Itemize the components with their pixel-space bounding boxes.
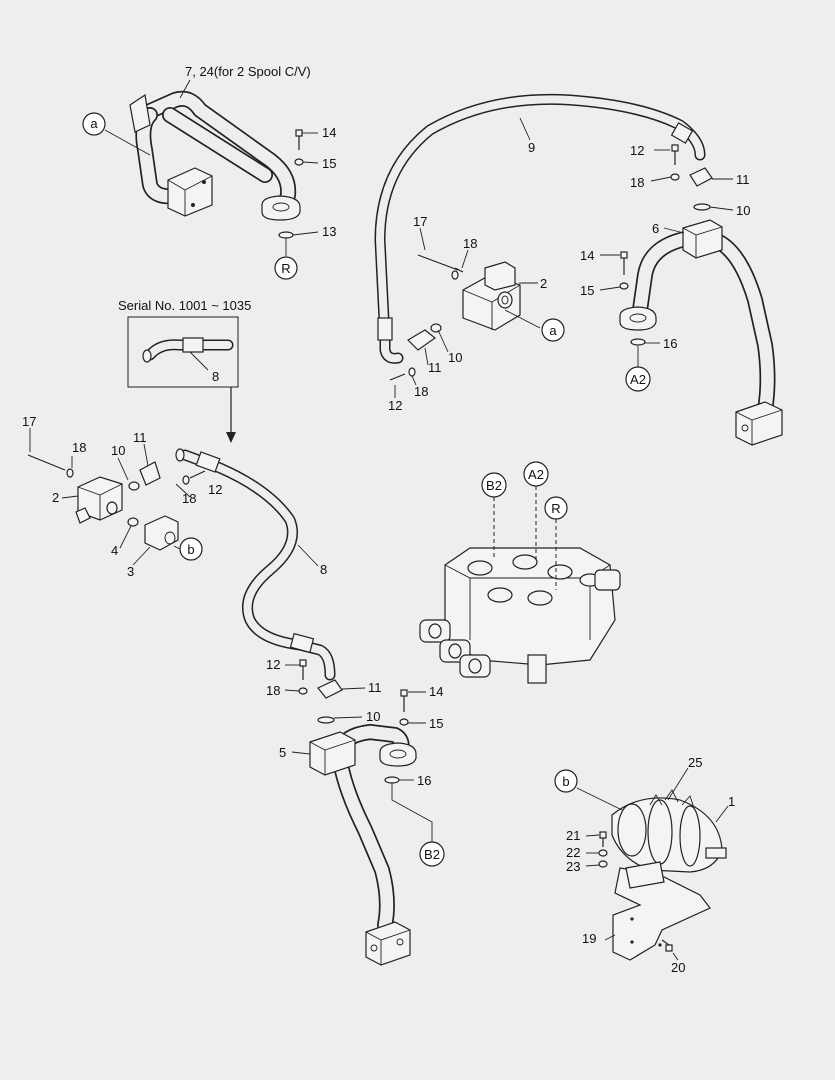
callout-b-left-text: b xyxy=(187,542,194,557)
label-18-left-b: 18 xyxy=(182,491,196,506)
top-pipe-assembly: 7, 24(for 2 Spool C/V) xyxy=(104,64,311,221)
callout-b-left xyxy=(179,537,203,561)
label-16-right: 16 xyxy=(663,336,677,351)
label-15-bottom: 15 xyxy=(429,716,443,731)
label-10-bottom: 10 xyxy=(366,709,380,724)
label-18-right: 18 xyxy=(630,175,644,190)
label-11-right: 11 xyxy=(736,172,750,187)
callout-b2-bottom xyxy=(419,841,445,867)
label-2-left: 2 xyxy=(52,490,59,505)
label-18-top-b: 18 xyxy=(414,384,428,399)
hose-9: 9 xyxy=(374,93,706,364)
label-10-left: 10 xyxy=(111,443,125,458)
serial-note-box xyxy=(127,316,239,388)
callout-b-pump xyxy=(554,769,578,793)
label-top-pipe: 7, 24(for 2 Spool C/V) xyxy=(185,64,311,79)
label-18-bottom: 18 xyxy=(266,683,280,698)
callout-a-mid xyxy=(541,318,565,342)
label-15-a: 15 xyxy=(322,156,336,171)
callout-r-center xyxy=(544,496,568,520)
label-6: 6 xyxy=(652,221,659,236)
label-11-left: 11 xyxy=(133,430,147,445)
label-17-left: 17 xyxy=(22,414,36,429)
callout-b2-center-text: B2 xyxy=(486,478,502,493)
label-16-bottom: 16 xyxy=(417,773,431,788)
valve-2-left: 17 18 2 10 11 18 12 4 3 xyxy=(22,414,222,579)
callout-a2-right xyxy=(625,366,651,392)
label-19: 19 xyxy=(582,931,596,946)
label-14-bottom: 14 xyxy=(429,684,443,699)
label-9: 9 xyxy=(528,140,535,155)
callout-b2-center xyxy=(481,472,507,498)
label-12-left: 12 xyxy=(208,482,222,497)
label-3: 3 xyxy=(127,564,134,579)
label-12-bottom: 12 xyxy=(266,657,280,672)
label-18-top: 18 xyxy=(463,236,477,251)
callout-a-top xyxy=(82,112,106,136)
label-8-note: 8 xyxy=(212,369,219,384)
control-valve xyxy=(419,486,621,684)
label-11-top: 11 xyxy=(428,360,442,375)
pipe-6-assembly: 12 18 11 10 6 14 15 16 xyxy=(580,143,783,446)
label-17-top: 17 xyxy=(413,214,427,229)
callout-r-center-text: R xyxy=(551,501,560,516)
bolt-set-top-left: 14 15 13 xyxy=(278,125,336,256)
label-15-right: 15 xyxy=(580,283,594,298)
callout-a-mid-text: a xyxy=(549,323,557,338)
label-10-right: 10 xyxy=(736,203,750,218)
callout-a2-center xyxy=(523,461,549,487)
label-12-right: 12 xyxy=(630,143,644,158)
hose-8: 8 xyxy=(175,448,336,681)
label-23: 23 xyxy=(566,859,580,874)
label-2-top: 2 xyxy=(540,276,547,291)
label-14-a: 14 xyxy=(322,125,336,140)
label-18-left: 18 xyxy=(72,440,86,455)
callout-a-top-text: a xyxy=(90,116,98,131)
label-12-top: 12 xyxy=(388,398,402,413)
callout-r-top-text: R xyxy=(281,261,290,276)
label-22: 22 xyxy=(566,845,580,860)
label-25: 25 xyxy=(688,755,702,770)
label-14-right: 14 xyxy=(580,248,594,263)
label-13: 13 xyxy=(322,224,336,239)
label-10-top: 10 xyxy=(448,350,462,365)
label-11-bottom: 11 xyxy=(368,680,382,695)
label-21: 21 xyxy=(566,828,580,843)
label-8: 8 xyxy=(320,562,327,577)
callout-a2-right-text: A2 xyxy=(630,372,646,387)
serial-note-text: Serial No. 1001 ~ 1035 xyxy=(118,298,251,313)
callout-b-pump-text: b xyxy=(562,774,569,789)
valve-2-top: 17 18 2 10 11 12 18 xyxy=(388,214,547,413)
pipe-5-assembly: 12 18 11 10 14 15 5 16 xyxy=(266,657,443,966)
label-4: 4 xyxy=(111,543,118,558)
callout-r-top xyxy=(274,256,298,280)
callout-b2-bottom-text: B2 xyxy=(424,847,440,862)
label-5: 5 xyxy=(279,745,286,760)
serial-note: Serial No. 1001 ~ 1035 8 xyxy=(118,298,251,443)
label-20: 20 xyxy=(671,960,685,975)
pump-assembly: 25 1 21 22 23 19 20 xyxy=(566,755,735,975)
callout-a2-center-text: A2 xyxy=(528,467,544,482)
label-1: 1 xyxy=(728,794,735,809)
